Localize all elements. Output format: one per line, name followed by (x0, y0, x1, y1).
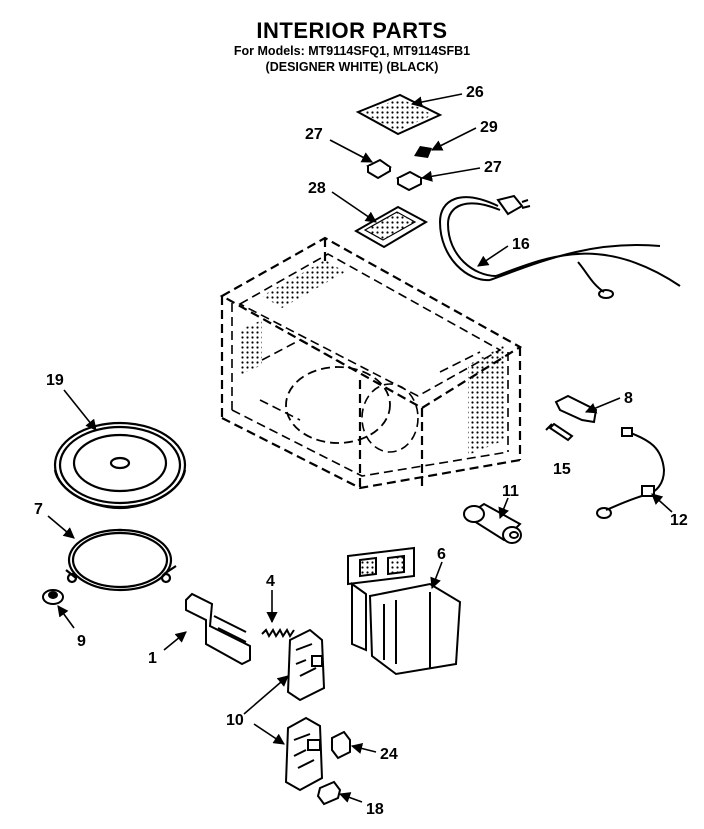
shield-bracket-part (347, 546, 462, 676)
callout-1: 1 (148, 650, 157, 667)
coupler-part (42, 589, 64, 605)
light-socket-part-a (366, 158, 392, 180)
callout-24: 24 (380, 746, 398, 763)
roller-ring-part (65, 528, 177, 592)
callout-27a: 27 (305, 126, 323, 143)
switch-part-24 (331, 730, 351, 760)
callout-9: 9 (77, 633, 86, 650)
leader-28 (331, 191, 377, 223)
clip-part (414, 146, 432, 158)
leader-8 (584, 397, 621, 414)
leader-19 (63, 389, 97, 431)
leader-26 (410, 93, 463, 108)
leader-16 (477, 245, 509, 267)
callout-19: 19 (46, 372, 64, 389)
leader-10a (243, 675, 289, 715)
wire-harness-part (596, 427, 666, 519)
leader-27a (329, 139, 373, 163)
leader-7 (47, 515, 75, 539)
callout-11: 11 (502, 483, 519, 500)
leader-27b (420, 167, 481, 182)
leader-6 (430, 561, 443, 590)
callout-12: 12 (670, 512, 688, 529)
leader-18 (338, 792, 363, 803)
page-title: INTERIOR PARTS (256, 18, 448, 43)
leader-1 (163, 631, 187, 651)
callout-10: 10 (226, 712, 244, 729)
callout-16: 16 (512, 236, 530, 253)
leader-11 (498, 497, 509, 520)
switch-holder-part-lower (284, 716, 324, 792)
leader-24 (350, 743, 377, 754)
power-cord-part (438, 194, 681, 299)
callout-6: 6 (437, 546, 446, 563)
callout-27b: 27 (484, 159, 502, 176)
callout-26: 26 (466, 84, 484, 101)
cavity-vent-holes (240, 260, 505, 455)
oven-cavity (219, 236, 523, 490)
leader-29 (430, 127, 477, 151)
latch-lever-part (185, 592, 251, 666)
leader-10b (253, 723, 285, 745)
capacitor-part (463, 502, 522, 544)
models-line: For Models: MT9114SFQ1, MT9114SFB1 (233, 44, 471, 58)
callout-layer (47, 93, 673, 803)
callout-labels: 26 29 27 27 28 16 19 8 15 12 11 7 6 9 4 … (34, 84, 688, 818)
callout-8: 8 (624, 390, 633, 407)
callout-15: 15 (553, 461, 571, 478)
turntable-tray-part (53, 421, 187, 510)
callout-18: 18 (366, 801, 384, 818)
leader-12 (651, 493, 673, 513)
vent-grille-part (353, 205, 429, 249)
screw-part (545, 422, 574, 442)
switch-part-18 (316, 780, 342, 806)
leader-9 (57, 605, 75, 629)
callout-28: 28 (308, 180, 326, 197)
spring-part (261, 628, 295, 638)
switch-holder-part-upper (286, 628, 326, 702)
light-socket-part-b (395, 170, 424, 192)
callout-29: 29 (480, 119, 498, 136)
bracket-part (554, 394, 598, 424)
callout-4: 4 (266, 573, 275, 590)
colors-line: (DESIGNER WHITE) (BLACK) (265, 60, 439, 74)
callout-7: 7 (34, 501, 43, 518)
